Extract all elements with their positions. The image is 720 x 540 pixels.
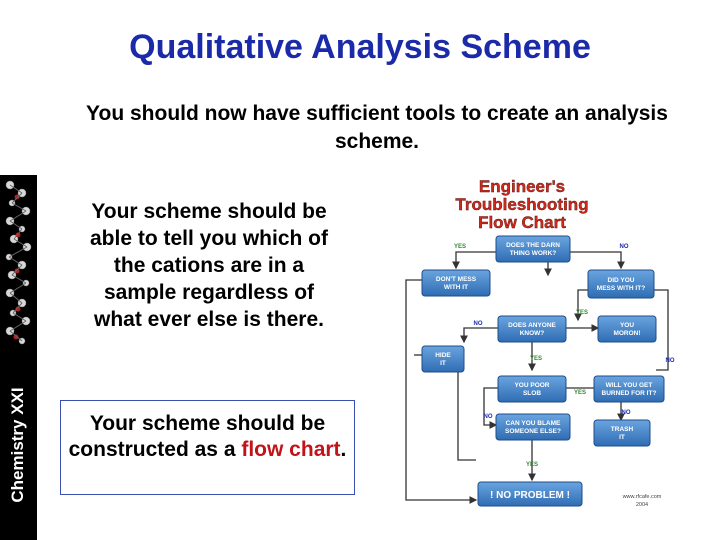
flowchart-note-period: . bbox=[340, 438, 347, 461]
flowchart-note-text: Your scheme should be constructed as a bbox=[68, 412, 326, 461]
q4-line1: WILL YOU GET bbox=[606, 382, 653, 389]
box-did-you-mess bbox=[587, 269, 655, 299]
q3-line2: KNOW? bbox=[520, 330, 545, 337]
flow-title-line2: Troubleshooting bbox=[455, 195, 588, 214]
box-poor-slob bbox=[497, 375, 567, 403]
box-does-anyone-know bbox=[497, 315, 567, 343]
box-hide-it bbox=[421, 345, 465, 373]
trash-line2: IT bbox=[619, 434, 625, 441]
q1-line2: THING WORK? bbox=[510, 250, 557, 257]
yes-label-2: YES bbox=[576, 310, 588, 316]
box-burned bbox=[593, 375, 665, 403]
flowchart-note-highlight: flow chart bbox=[241, 438, 341, 461]
flow-credit: www.rfcafe.com bbox=[622, 494, 662, 500]
q2-line1: DID YOU bbox=[608, 277, 635, 284]
box-trash bbox=[593, 419, 651, 447]
sidebar-label: Chemistry XXI bbox=[8, 387, 27, 503]
scheme-description: Your scheme should be able to tell you w… bbox=[89, 200, 328, 331]
yes-label-4: YES bbox=[574, 390, 586, 396]
flow-year: 2004 bbox=[636, 502, 648, 508]
slide-subtitle: You should now have sufficient tools to … bbox=[86, 102, 668, 153]
q3-line1: DOES ANYONE bbox=[508, 322, 556, 329]
poor-line2: SLOB bbox=[523, 390, 541, 397]
poor-line1: YOU POOR bbox=[514, 382, 549, 389]
box-no-problem bbox=[477, 481, 583, 507]
box-blame bbox=[495, 413, 571, 441]
molecule-image bbox=[0, 175, 37, 350]
yes-label-1: YES bbox=[454, 244, 466, 250]
q5-line1: CAN YOU BLAME bbox=[506, 420, 561, 427]
q1-line1: DOES THE DARN bbox=[506, 242, 560, 249]
no-label-4: NO bbox=[484, 414, 493, 420]
no-label-5: NO bbox=[622, 410, 631, 416]
q2-line2: MESS WITH IT? bbox=[597, 285, 645, 292]
dont-mess-line2: WITH IT bbox=[444, 284, 468, 291]
box-does-it-work bbox=[495, 235, 571, 263]
box-dont-mess bbox=[421, 269, 491, 297]
hide-line2: IT bbox=[440, 360, 446, 367]
flowchart-note-box: Your scheme should be constructed as a f… bbox=[60, 400, 355, 495]
hide-line1: HIDE bbox=[435, 352, 451, 359]
q5-line2: SOMEONE ELSE? bbox=[505, 428, 561, 435]
dont-mess-line1: DON'T MESS bbox=[436, 276, 477, 283]
flow-title-line3: Flow Chart bbox=[478, 213, 566, 232]
box-moron bbox=[597, 315, 657, 343]
sidebar-banner: Chemistry XXI bbox=[0, 175, 37, 540]
no-label-1: NO bbox=[620, 244, 629, 250]
no-label-2: NO bbox=[474, 321, 483, 327]
no-problem-label: ! NO PROBLEM ! bbox=[490, 490, 570, 501]
trash-line1: TRASH bbox=[611, 426, 634, 433]
moron-line1: YOU bbox=[620, 322, 634, 329]
yes-label-5: YES bbox=[526, 462, 538, 468]
troubleshooting-flowchart: Engineer's Troubleshooting Flow Chart bbox=[398, 170, 688, 515]
flow-title-line1: Engineer's bbox=[479, 177, 565, 196]
q4-line2: BURNED FOR IT? bbox=[602, 390, 657, 397]
slide-title: Qualitative Analysis Scheme bbox=[129, 28, 591, 66]
no-label-3: NO bbox=[666, 358, 675, 364]
yes-label-3: YES bbox=[530, 356, 542, 362]
moron-line2: MORON! bbox=[613, 330, 640, 337]
